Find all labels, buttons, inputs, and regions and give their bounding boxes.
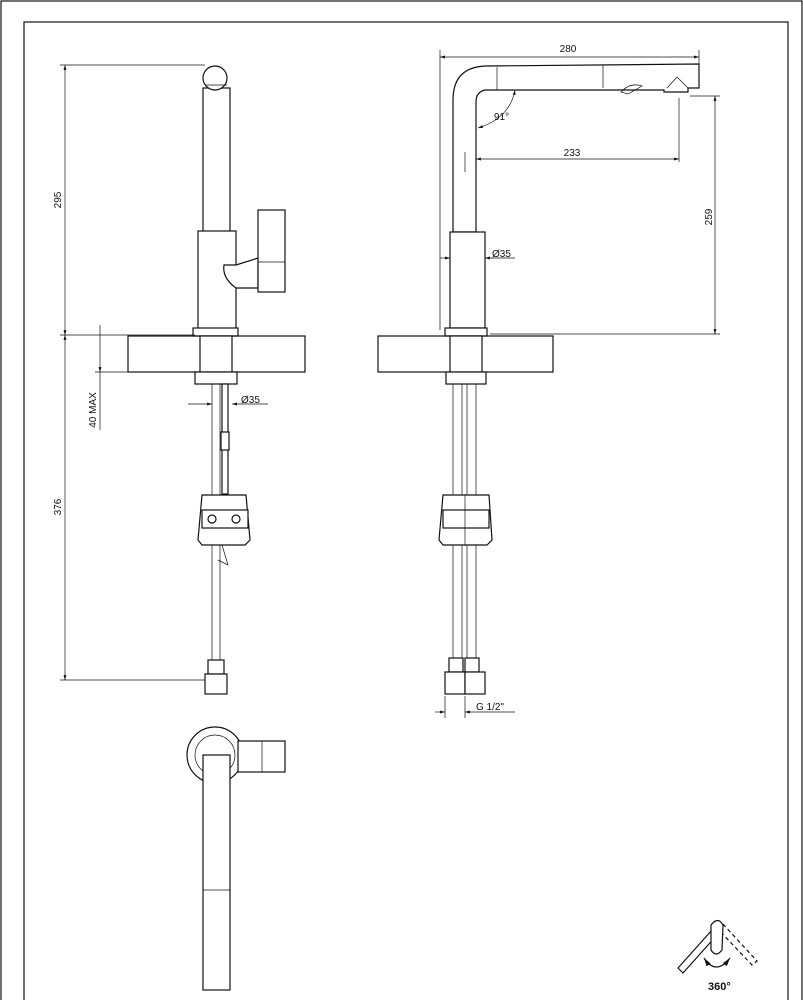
side-view-left: 295 376 40 MAX Ø35 bbox=[53, 64, 306, 695]
rotation-label: 360° bbox=[708, 981, 731, 993]
dim-height-lower: 376 bbox=[53, 498, 64, 515]
inner-frame bbox=[23, 21, 789, 1000]
top-view bbox=[186, 726, 286, 991]
dim-spout-length: 280 bbox=[560, 44, 577, 55]
dim-body-diameter: Ø35 bbox=[492, 249, 511, 260]
dim-max-counter: 40 MAX bbox=[88, 392, 99, 428]
dim-shank-diameter: Ø35 bbox=[241, 395, 260, 406]
rotation-360-icon: 360° bbox=[677, 919, 758, 993]
side-view-right: 280 233 259 91° Ø35 G 1/2" bbox=[377, 44, 720, 718]
dim-height-upper: 295 bbox=[53, 191, 64, 208]
dim-spout-reach: 233 bbox=[564, 148, 581, 159]
dim-connection: G 1/2" bbox=[476, 702, 504, 713]
dim-spout-height: 259 bbox=[704, 208, 715, 225]
dim-spout-angle: 91° bbox=[494, 112, 509, 123]
